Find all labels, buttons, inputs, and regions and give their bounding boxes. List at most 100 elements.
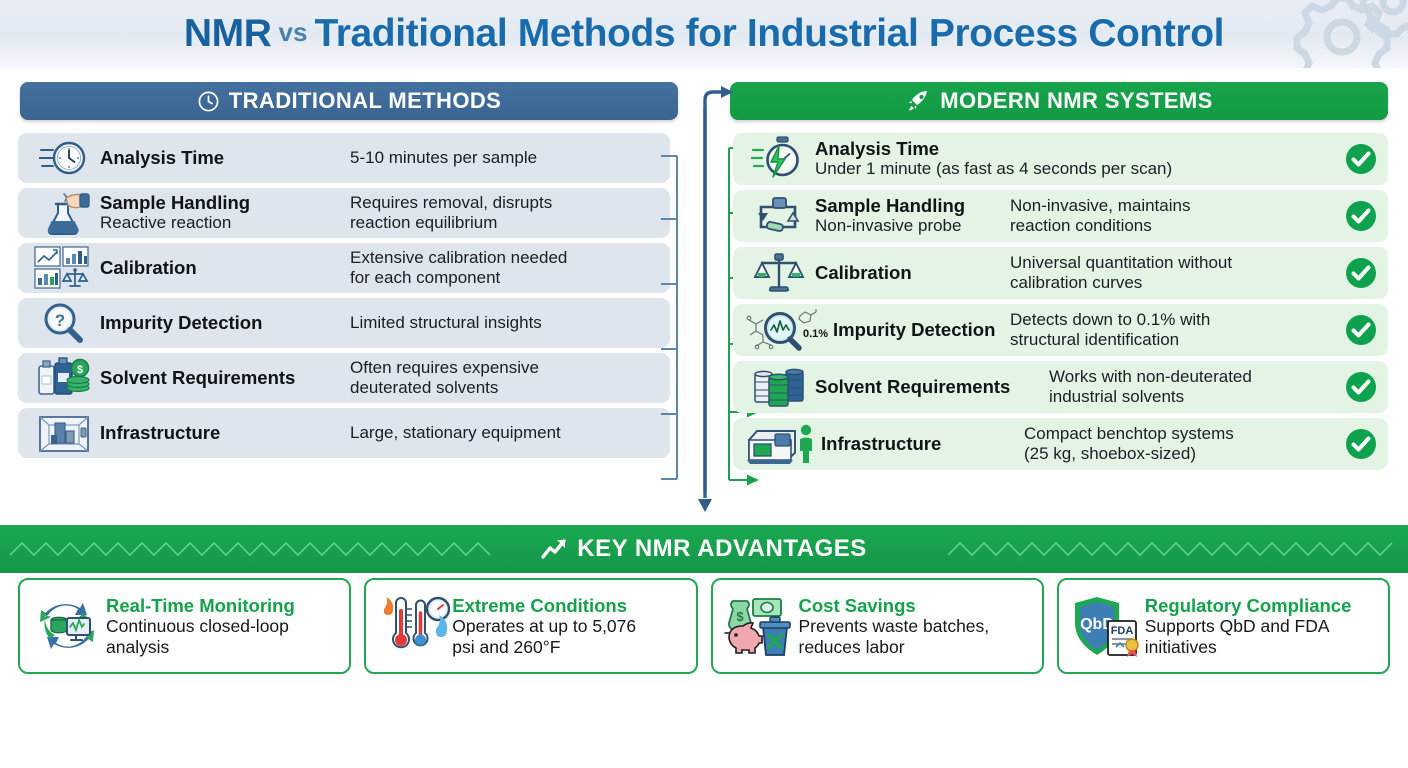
row-label: Sample Handling <box>100 191 251 213</box>
row-label-block: Analysis Time Under 1 minute (as fast as… <box>815 137 1344 180</box>
row-label-block: Solvent Requirements <box>100 366 350 389</box>
key-advantages-band: KEY NMR ADVANTAGES <box>0 525 1408 573</box>
impurity-threshold-badge: 0.1% <box>803 328 828 340</box>
row-description: Compact benchtop systems(25 kg, shoebox-… <box>1024 423 1234 463</box>
advantage-description: Prevents waste batches,reduces labor <box>798 615 990 657</box>
table-row: 0.1% Impurity Detection Detects down to … <box>733 304 1388 356</box>
check-circle-icon <box>1344 427 1378 461</box>
title-vs: vs <box>278 16 308 47</box>
trending-up-icon <box>541 538 567 560</box>
svg-text:?: ? <box>55 311 65 330</box>
page-title: NMR vs Traditional Methods for Industria… <box>0 0 1408 68</box>
fast-stopwatch-icon <box>743 133 815 185</box>
solvent-drums-icon <box>743 361 815 413</box>
traditional-methods-header-label: TRADITIONAL METHODS <box>228 88 502 113</box>
molecule-magnifier-icon: 0.1% <box>743 304 833 356</box>
row-label: Calibration <box>100 256 197 278</box>
check-circle-icon <box>1344 370 1378 404</box>
row-label: Impurity Detection <box>833 318 996 340</box>
clock-icon <box>197 90 220 113</box>
row-label: Analysis Time <box>100 146 225 168</box>
check-circle-icon <box>1344 199 1378 233</box>
flow-probe-icon <box>743 190 815 242</box>
advantage-title: Cost Savings <box>798 594 916 616</box>
table-row: Calibration Extensive calibration needed… <box>18 243 670 293</box>
balance-scale-icon <box>743 247 815 299</box>
rocket-icon <box>905 89 931 113</box>
modern-nmr-header-label: MODERN NMR SYSTEMS <box>940 88 1213 113</box>
table-row: Infrastructure Large, stationary equipme… <box>18 408 670 458</box>
row-label: Solvent Requirements <box>100 366 296 388</box>
shield-qbd-icon: QbD FDA <box>1067 593 1145 659</box>
traditional-methods-header: TRADITIONAL METHODS <box>20 82 678 120</box>
zigzag-left-decoration <box>10 541 491 557</box>
title-rest: Traditional Methods for Industrial Proce… <box>314 12 1225 55</box>
svg-text:FDA: FDA <box>1110 625 1133 637</box>
check-circle-icon <box>1344 256 1378 290</box>
advantage-title: Extreme Conditions <box>452 594 627 616</box>
row-sublabel: Non-invasive probe <box>815 216 962 236</box>
svg-text:$: $ <box>77 364 83 376</box>
advantage-title: Real-Time Monitoring <box>106 594 295 616</box>
industries-section: INDUSTRIESUSING NMR Pharmaceuticals <box>0 680 1408 768</box>
title-nmr: NMR <box>183 12 272 55</box>
row-sublabel: Reactive reaction <box>100 213 232 233</box>
charts-scale-icon <box>28 243 100 293</box>
title-bar: NMR vs Traditional Methods for Industria… <box>0 0 1408 68</box>
traditional-rows-container: Analysis Time 5-10 minutes per sample Sa… <box>18 133 670 463</box>
row-label: Analysis Time <box>815 137 940 159</box>
connector-arrows <box>661 86 759 512</box>
benchtop-person-icon <box>743 418 821 470</box>
table-row: Sample Handling Non-invasive probe Non-i… <box>733 190 1388 242</box>
row-label: Infrastructure <box>100 421 221 443</box>
check-circle-icon <box>1344 142 1378 176</box>
advantage-cards-container: Real-Time Monitoring Continuous closed-l… <box>18 578 1390 674</box>
magnifier-question-icon: ? <box>28 298 100 348</box>
gear-icon <box>1293 0 1408 68</box>
row-label: Impurity Detection <box>100 311 263 333</box>
key-advantages-title: KEY NMR ADVANTAGES <box>577 535 867 562</box>
advantage-title: Regulatory Compliance <box>1144 594 1352 616</box>
solvent-bottles-money-icon: $ <box>28 353 100 403</box>
advantage-card-real-time-monitoring: Real-Time Monitoring Continuous closed-l… <box>18 578 352 674</box>
money-pig-icon: $ <box>721 593 799 659</box>
table-row: ? Impurity Detection Limited structural … <box>18 298 670 348</box>
row-label-block: Impurity Detection <box>100 311 350 334</box>
row-label-block: Calibration <box>100 256 350 279</box>
row-sublabel: Under 1 minute (as fast as 4 seconds per… <box>815 159 1173 179</box>
check-circle-icon <box>1344 313 1378 347</box>
row-label-block: Calibration <box>815 262 1010 284</box>
table-row: Calibration Universal quantitation witho… <box>733 247 1388 299</box>
table-row: Infrastructure Compact benchtop systems(… <box>733 418 1388 470</box>
row-description: Large, stationary equipment <box>350 422 561 442</box>
clock-motion-icon <box>28 133 100 183</box>
advantage-text: Extreme Conditions Operates at up to 5,0… <box>452 595 636 658</box>
row-description: Limited structural insights <box>350 312 542 332</box>
table-row: Analysis Time Under 1 minute (as fast as… <box>733 133 1388 185</box>
advantage-card-regulatory-compliance: QbD FDA Regulatory Compliance Supports Q… <box>1056 578 1390 674</box>
zigzag-right-decoration <box>948 541 1393 557</box>
advantage-text: Regulatory Compliance Supports QbD and F… <box>1145 595 1352 658</box>
svg-text:QbD: QbD <box>1080 616 1114 633</box>
advantage-card-cost-savings: $ Cost Savings Prevents waste batches,re… <box>710 578 1044 674</box>
row-label-block: Sample Handling Reactive reaction <box>100 191 350 234</box>
table-row: Analysis Time 5-10 minutes per sample <box>18 133 670 183</box>
large-equipment-icon <box>28 408 100 458</box>
row-label-block: Infrastructure <box>821 433 1024 455</box>
row-label: Sample Handling <box>815 194 966 216</box>
table-row: Sample Handling Reactive reaction Requir… <box>18 188 670 238</box>
thermometer-flame-icon <box>374 593 452 659</box>
svg-text:$: $ <box>736 609 744 624</box>
advantage-text: Cost Savings Prevents waste batches,redu… <box>799 595 990 658</box>
realtime-loop-icon <box>28 593 106 659</box>
table-row: $ Solvent Requirements Often requires ex… <box>18 353 670 403</box>
